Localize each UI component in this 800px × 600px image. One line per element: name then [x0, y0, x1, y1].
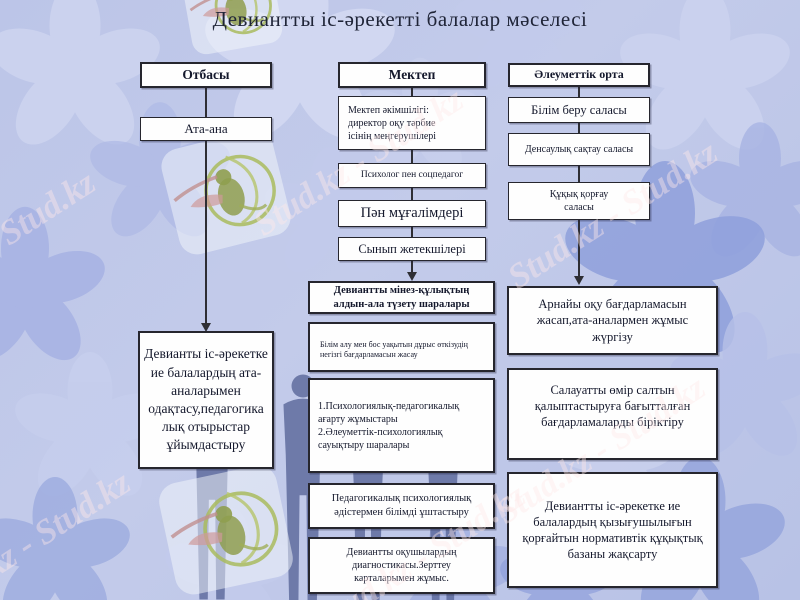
connector-line [411, 88, 413, 96]
connector-line [411, 188, 413, 200]
social-health-box: Денсаулық сақтау саласы [508, 133, 650, 166]
family-header-box: Отбасы [140, 62, 272, 88]
school-psychologist-box: Психолог пен соцпедагог [338, 163, 486, 188]
family-action-box: Девианты іс-әрекетке ие балалардың ата-а… [138, 331, 274, 469]
social-legal-base-box: Девиантты іс-әрекетке ие балалардың қызы… [507, 472, 718, 588]
arrow-down-icon [407, 272, 417, 281]
connector-line [411, 150, 413, 163]
school-class-leaders-box: Сынып жетекшілері [338, 237, 486, 261]
family-parent-box: Ата-ана [140, 117, 272, 141]
school-header-box: Мектеп [338, 62, 486, 88]
connector-line [578, 87, 580, 97]
social-education-box: Білім беру саласы [508, 97, 650, 123]
page-title: Девиантты іс-әрекетті балалар мәселесі [212, 7, 588, 31]
connector-line [205, 141, 207, 325]
school-subject-teachers-box: Пән мұғалімдері [338, 200, 486, 227]
social-lifestyle-box: Салауатты өмір салтын қалыптастыруға бағ… [507, 368, 718, 460]
school-methods-box: Педагогикалық психологиялық әдістермен б… [308, 483, 495, 529]
school-admin-box: Мектеп әкімшілігі: директор оқу тәрбие і… [338, 96, 486, 150]
connector-line [411, 261, 413, 273]
school-diagnostics-box: Девиантты оқушылардың диагностикасы.Зерт… [308, 537, 495, 594]
connector-line [578, 123, 580, 133]
social-header-box: Әлеуметтік орта [508, 63, 650, 87]
connector-line [578, 220, 580, 277]
social-law-box: Құқық қорғау саласы [508, 182, 650, 220]
school-program-box: Білім алу мен бос уақытын дұрыс өткізуді… [308, 322, 495, 372]
social-special-program-box: Арнайы оқу бағдарламасын жасап,ата-анала… [507, 286, 718, 355]
arrow-down-icon [574, 276, 584, 285]
connector-line [411, 226, 413, 237]
connector-line [578, 166, 580, 182]
school-measures-box: 1.Психологиялық-педагогикалық ағарту жұм… [308, 378, 495, 473]
school-prevention-box: Девиантты мінез-құлықтың алдын-ала түзет… [308, 281, 495, 314]
arrow-down-icon [201, 323, 211, 332]
connector-line [205, 88, 207, 117]
